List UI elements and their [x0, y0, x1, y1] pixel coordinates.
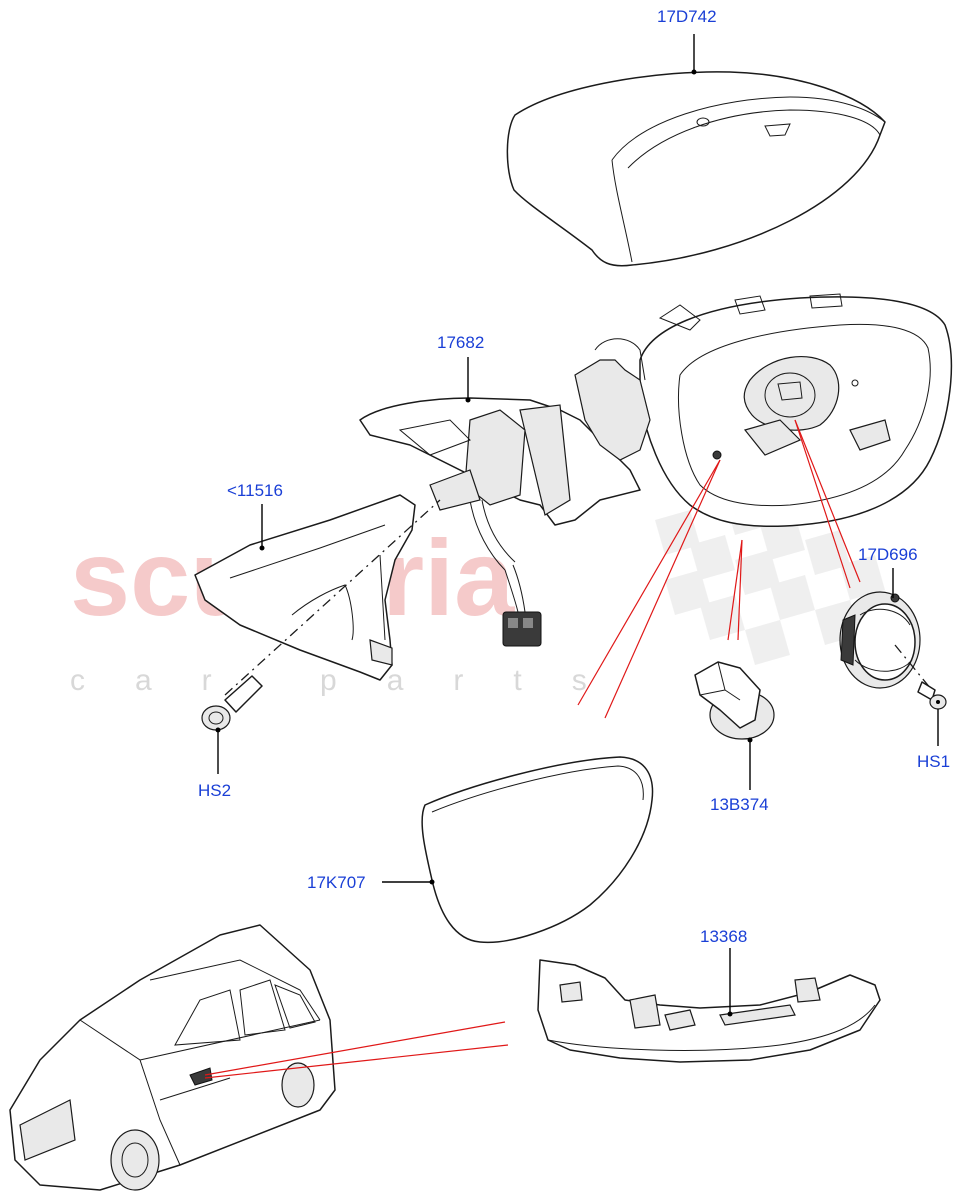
part-screw-left — [201, 675, 263, 731]
label-cap: 17D742 — [657, 7, 717, 26]
label-housing: 17682 — [437, 333, 484, 352]
part-housing-base — [359, 338, 651, 647]
reference-lines — [204, 419, 861, 1079]
watermark-tagline: car parts — [70, 664, 637, 697]
checkered-flag-watermark — [655, 490, 885, 665]
label-cover: <11516 — [227, 481, 283, 500]
part-side-indicator — [537, 959, 881, 1063]
label-clip: 13B374 — [710, 795, 769, 814]
part-mirror-housing-frame — [639, 293, 953, 528]
label-screw-left: HS2 — [198, 781, 231, 800]
label-screw-right: HS1 — [917, 752, 950, 771]
assembly-centerline-left — [224, 499, 441, 696]
label-indicator: 13368 — [700, 927, 747, 946]
label-actuator: 17D696 — [858, 545, 918, 564]
part-mirror-glass — [421, 756, 654, 944]
part-screw-right — [917, 681, 947, 710]
label-glass: 17K707 — [307, 873, 366, 892]
part-inner-cover — [194, 494, 416, 681]
part-retaining-clip — [694, 661, 775, 740]
part-mirror-cap — [506, 71, 886, 267]
vehicle-location-thumbnail — [9, 924, 336, 1191]
